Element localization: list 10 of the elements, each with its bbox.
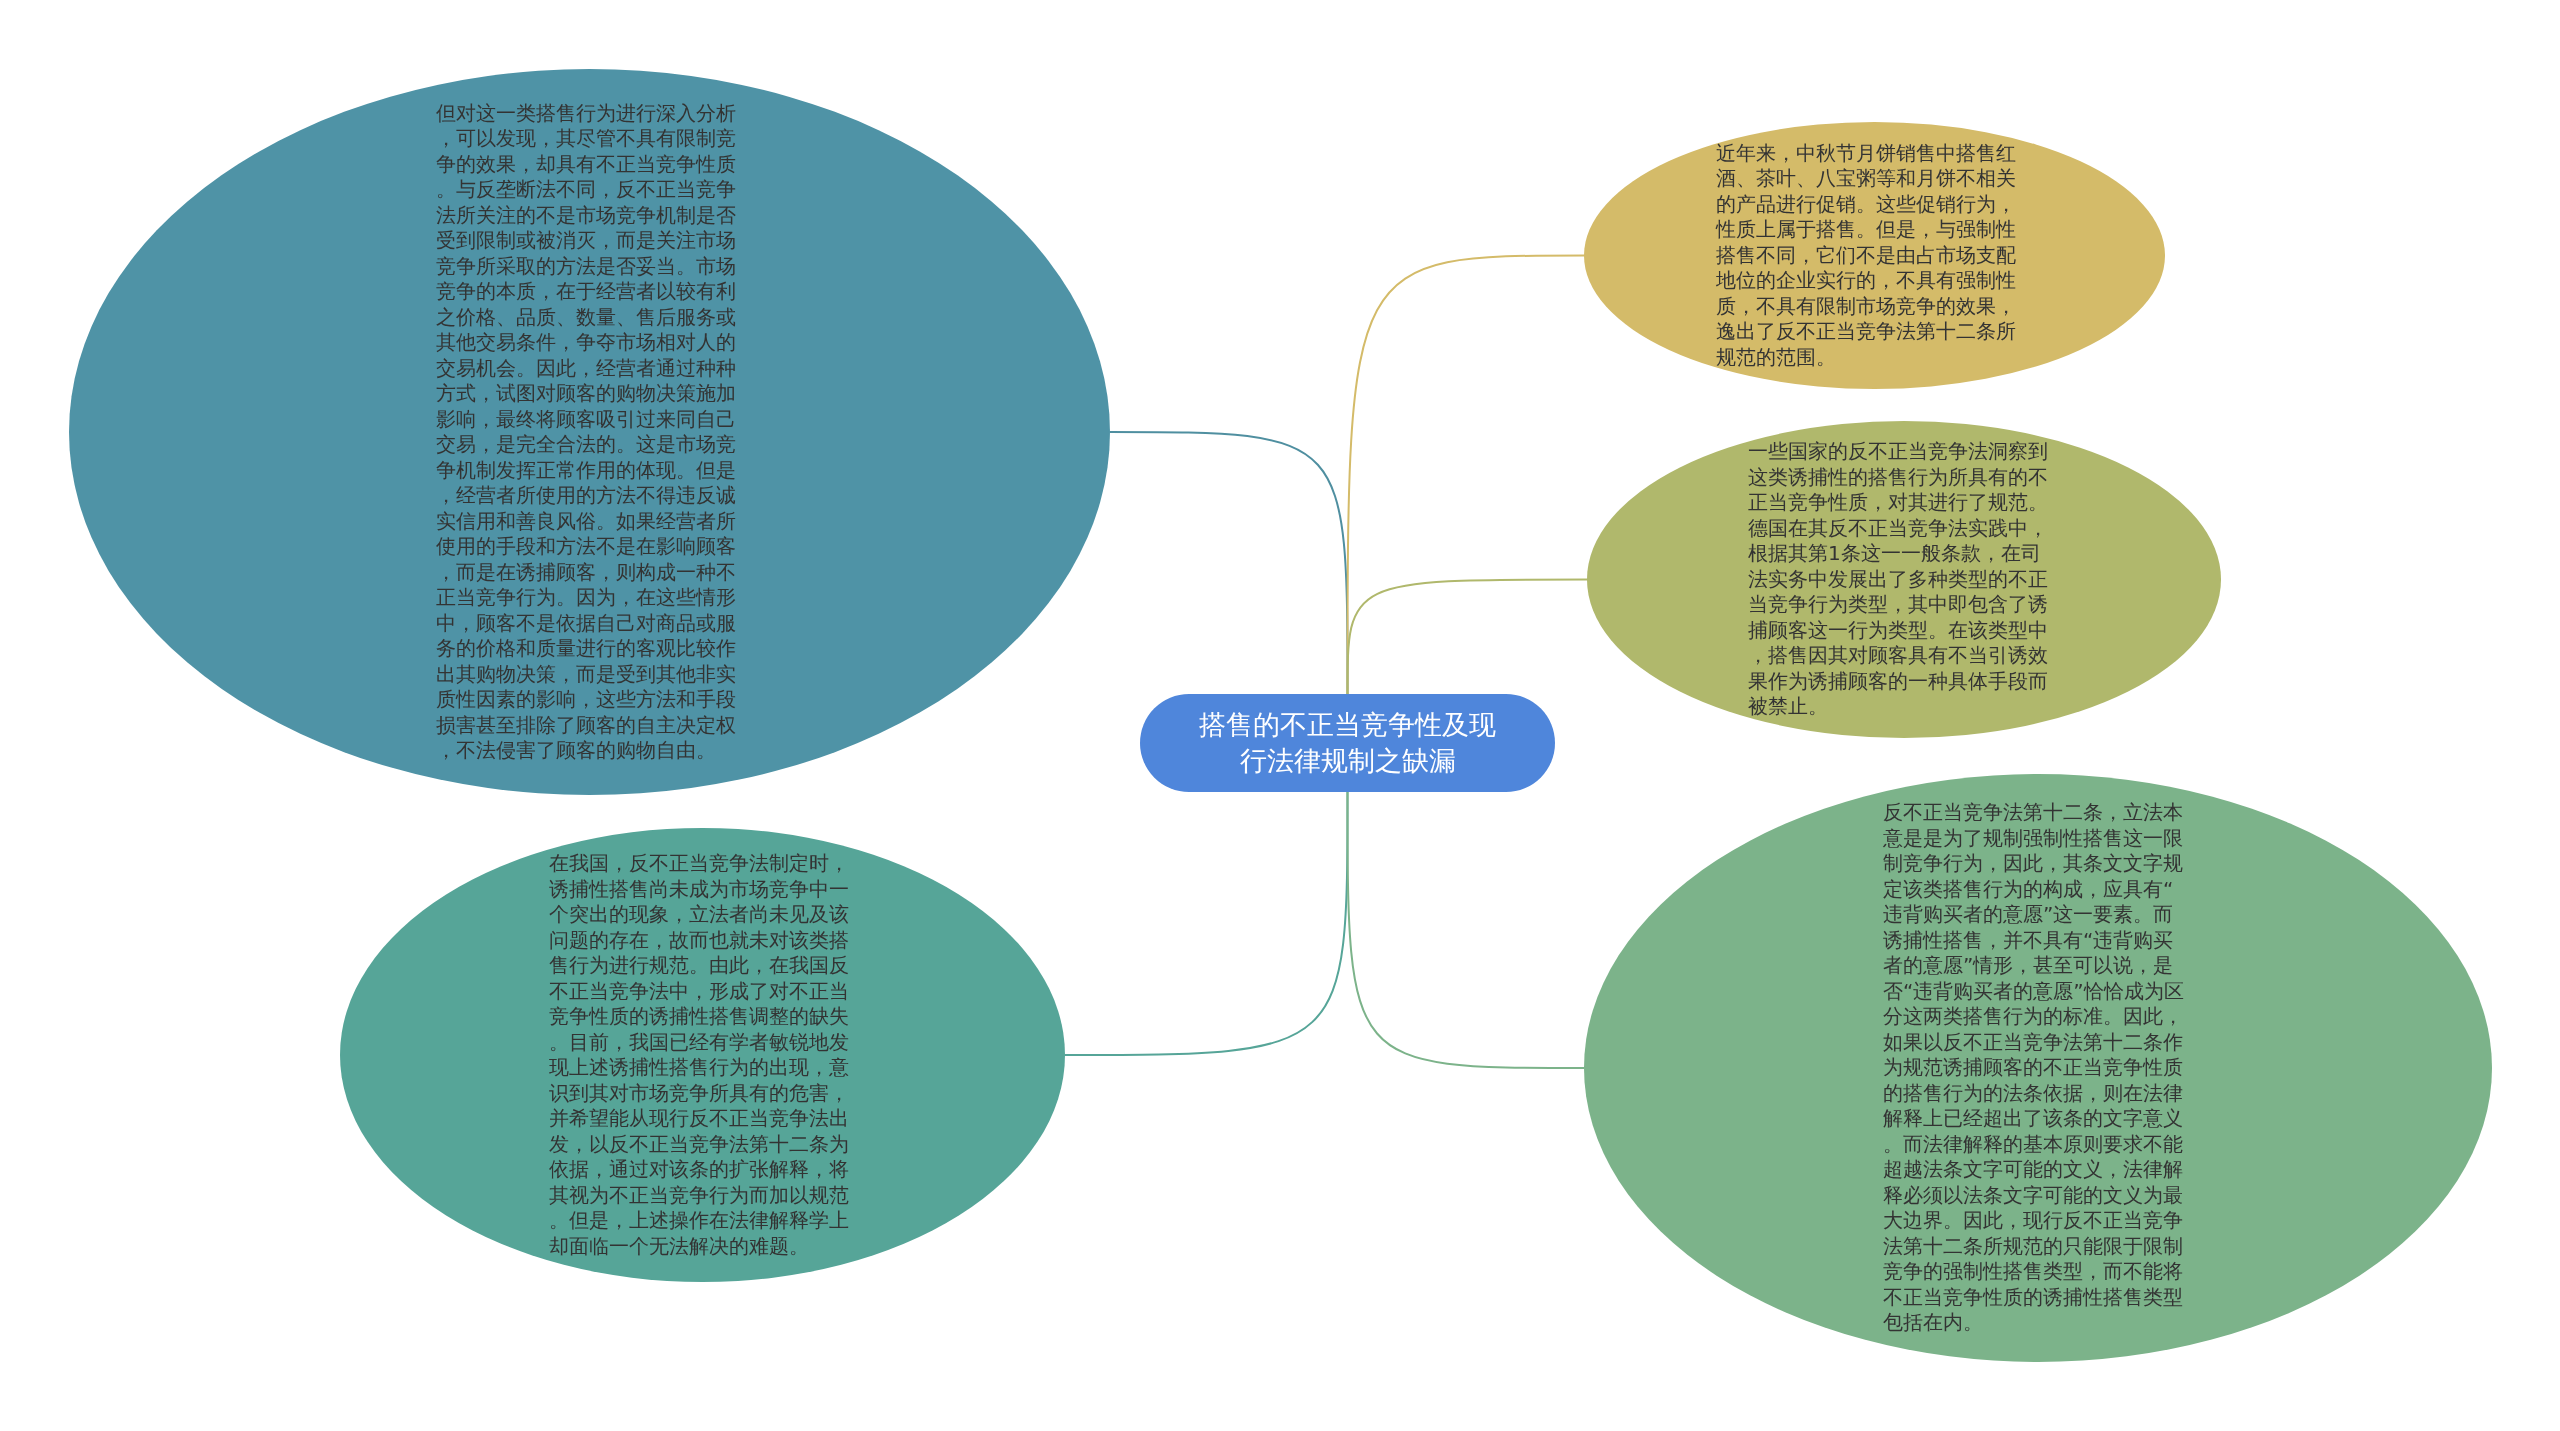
connector-line	[1346, 578, 1588, 695]
topic-title: 搭售的不正当竞争性及现行法律规制之缺漏	[1198, 708, 1497, 778]
topic-text: 在我国，反不正当竞争法制定时，诱捕性搭售尚未成为市场竞争中一个突出的现象，立法者尚未见及该问题的存在，故而也就未对该类搭售行为进行规范。由此，在我国反不正当竞争法中，形成了对不正当竞争性质的诱捕性搭售调整的缺失。目前，我国已经有学者敏锐地发现上述诱捕性搭售行为的出现，意识到其对市场竞争所具有的危害，并希望能从现行反不正当竞争法出发，以反不正当竞争法第十二条为依据，通过对该条的扩张解释，将其视为不正当竞争行为而加以规范。但是，上述操作在法律解释学上却面临一个无法解决的难题。	[548, 851, 850, 1259]
connector-line	[1346, 791, 1585, 1069]
topic-text: 一些国家的反不正当竞争法洞察到这类诱捕性的搭售行为所具有的不正当竞争性质，对其进行了规范。德国在其反不正当竞争法实践中，根据其第1条这一一般条款，在司法实务中发展出了多种类型的不正当竞争行为类型，其中即包含了诱捕顾客这一行为类型。在该类型中，搭售因其对顾客具有不当引诱效果作为诱捕顾客的一种具体手段而被禁止。	[1748, 439, 2049, 720]
topic-text: 近年来，中秋节月饼销售中搭售红酒、茶叶、八宝粥等和月饼不相关的产品进行促销。这些促销行为，性质上属于搭售。但是，与强制性搭售不同，它们不是由占市场支配地位的企业实行的，不具有强制性质，不具有限制市场竞争的效果，逸出了反不正当竞争法第十二条所规范的范围。	[1715, 140, 2017, 371]
topic-text: 但对这一类搭售行为进行深入分析，可以发现，其尽管不具有限制竞争的效果，却具有不正当竞争性质。与反垄断法不同，反不正当竞争法所关注的不是市场竞争机制是否受到限制或被消灭，而是关注市场竞争所采取的方法是否妥当。市场竞争的本质，在于经营者以较有利之价格、品质、数量、售后服务或其他交易条件，争夺市场相对人的交易机会。因此，经营者通过种种方式，试图对顾客的购物决策施加影响，最终将顾客吸引过来同自己交易，是完全合法的。这是市场竞争机制发挥正常作用的体现。但是，经营者所使用的方法不得违反诚实信用和善良风俗。如果经营者所使用的手段和方法不是在影响顾客，而是在诱捕顾客，则构成一种不正当竞争行为。因为，在这些情形中，顾客不是依据自己对商品或服务的价格和质量进行的客观比较作出其购物决策，而是受到其他非实质性因素的影响，这些方法和手段损害甚至排除了顾客的自主决定权，不法侵害了顾客的购物自由。	[435, 100, 737, 764]
topic-text: 反不正当竞争法第十二条，立法本意是是为了规制强制性搭售这一限制竞争行为，因此，其条文文字规定该类搭售行为的构成，应具有“违背购买者的意愿”这一要素。而诱捕性搭售，并不具有“违背购买者的意愿”情形，甚至可以说，是否“违背购买者的意愿”恰恰成为区分这两类搭售行为的标准。因此，如果以反不正当竞争法第十二条作为规范诱捕顾客的不正当竞争性质的搭售行为的法条依据，则在法律解释上已经超出了该条的文字意义。而法律解释的基本原则要求不能超越法条文字可能的文义，法律解释必须以法条文字可能的文义为最大边界。因此，现行反不正当竞争法第十二条所规范的只能限于限制竞争的强制性搭售类型，而不能将不正当竞争性质的诱捕性搭售类型包括在内。	[1883, 800, 2185, 1336]
connector-line	[1109, 431, 1349, 695]
connector-line	[1064, 791, 1349, 1056]
